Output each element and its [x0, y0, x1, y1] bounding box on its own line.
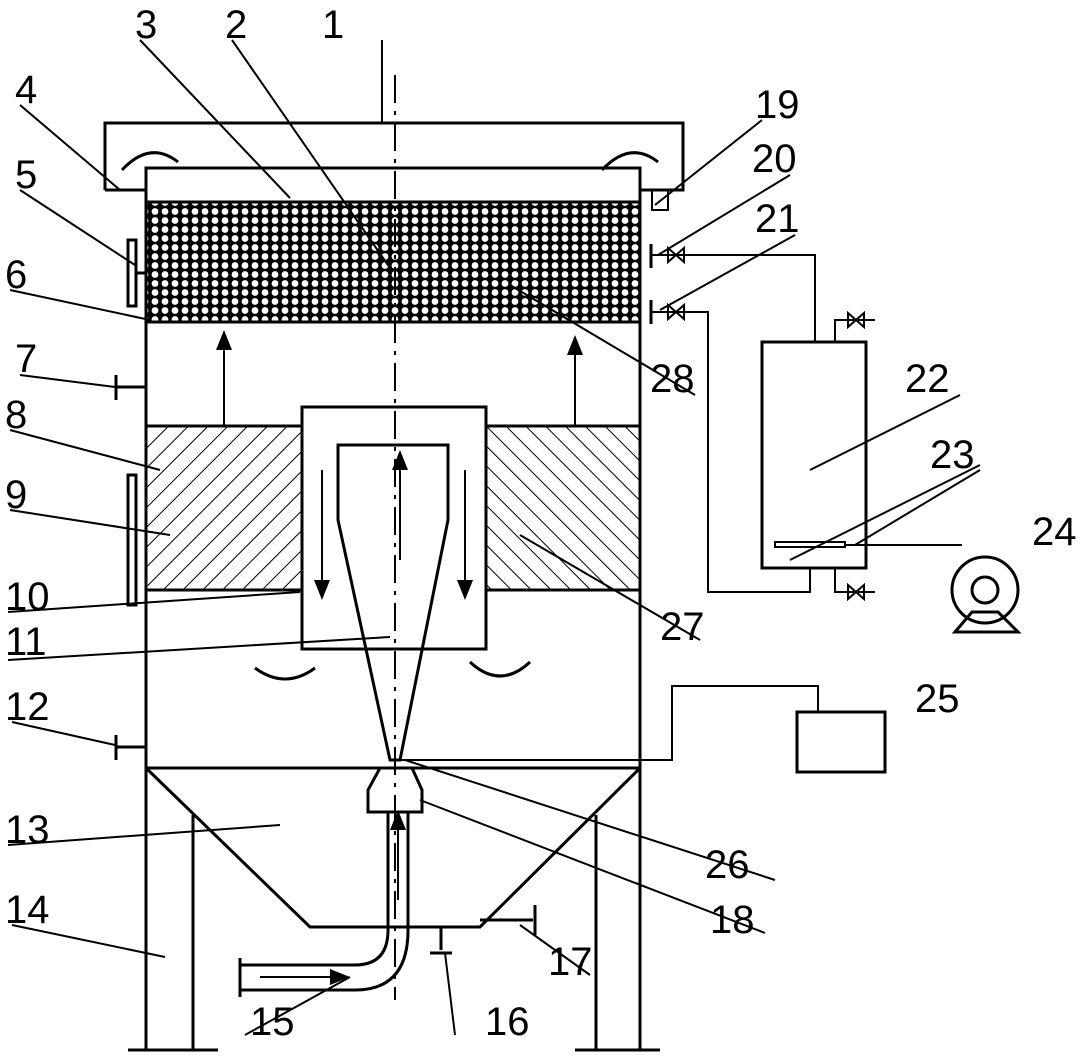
label-15: 15: [250, 1000, 295, 1044]
bottom-valve: [847, 582, 865, 602]
side-window-5: [126, 238, 138, 308]
drain-17: [480, 905, 537, 935]
label-8: 8: [5, 393, 27, 437]
label-14: 14: [5, 888, 50, 932]
label-10: 10: [5, 575, 50, 619]
draft-tube-outer: [300, 405, 488, 651]
pipe-21: [651, 311, 811, 593]
fill-layer-left: [144, 424, 304, 592]
hopper: [144, 766, 642, 929]
vent-valve: [847, 310, 865, 330]
port-12: [114, 735, 146, 760]
label-22: 22: [905, 357, 950, 401]
label-19: 19: [755, 83, 800, 127]
nozzle: [366, 766, 424, 814]
leader-lines: [7, 39, 981, 1036]
support-legs: [128, 768, 660, 1052]
label-16: 16: [485, 1000, 530, 1044]
packing-layer: [144, 200, 642, 324]
inner-cone: [336, 443, 450, 762]
label-26: 26: [705, 843, 750, 887]
label-11: 11: [5, 620, 47, 664]
fill-layer-right: [484, 424, 642, 592]
label-4: 4: [15, 68, 37, 112]
outlet-19: [651, 190, 669, 211]
valve-20: [667, 245, 685, 265]
label-18: 18: [710, 898, 755, 942]
blower: [950, 555, 1020, 625]
aerator: [774, 541, 846, 548]
label-6: 6: [5, 253, 27, 297]
inlet-pipe: [238, 812, 410, 997]
label-5: 5: [15, 153, 37, 197]
label-13: 13: [5, 808, 50, 852]
controller-box: [795, 710, 887, 774]
label-7: 7: [15, 337, 37, 381]
control-line: [398, 685, 819, 761]
valve-21: [667, 302, 685, 322]
label-21: 21: [755, 197, 800, 241]
callout-labels: 1 2 3 4 5 6 7 8 9 10 11 12 13 14 15 16 1…: [5, 3, 1077, 1044]
label-9: 9: [5, 473, 27, 517]
pipe-20: [651, 254, 816, 342]
label-23: 23: [930, 433, 975, 477]
absorber-tank: [760, 340, 868, 570]
label-12: 12: [5, 685, 50, 729]
label-27: 27: [660, 605, 705, 649]
drain-16: [430, 927, 452, 955]
label-17: 17: [548, 940, 593, 984]
port-7: [114, 375, 146, 400]
side-window-9: [126, 473, 138, 607]
label-3: 3: [135, 3, 157, 47]
label-2: 2: [225, 3, 247, 47]
label-25: 25: [915, 677, 960, 721]
label-1: 1: [322, 3, 344, 47]
rotation-arrow-right: [600, 151, 659, 172]
label-28: 28: [650, 357, 695, 401]
label-24: 24: [1032, 510, 1077, 554]
rotation-arrow-left: [120, 151, 179, 172]
label-20: 20: [752, 137, 797, 181]
